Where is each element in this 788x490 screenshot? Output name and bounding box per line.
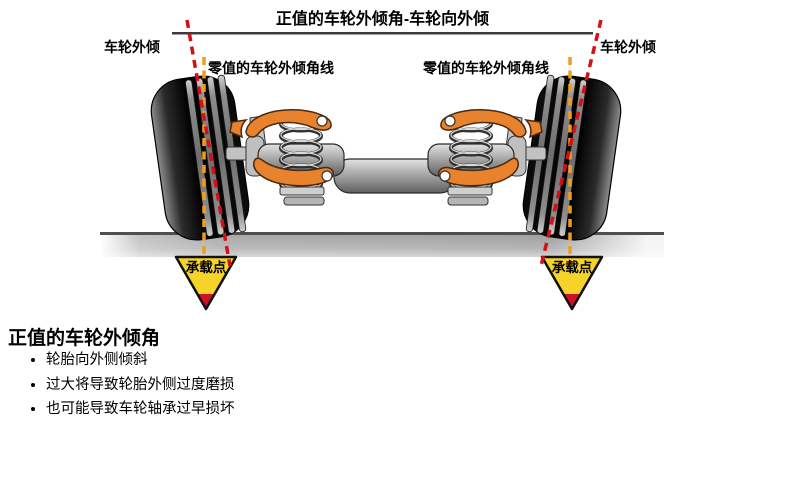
diagram-title: 正值的车轮外倾角-车轮向外倾 <box>275 11 490 28</box>
notes-heading: 正值的车轮外倾角 <box>8 328 161 349</box>
title-underline <box>172 32 593 35</box>
right-load-point-label: 承载点 <box>551 260 593 275</box>
right-camber-line <box>539 19 603 267</box>
left-load-point-marker <box>174 255 238 311</box>
suspension-camber-diagram <box>100 19 664 311</box>
arm-bolt <box>316 115 328 127</box>
left-suspension <box>225 109 345 206</box>
ground <box>100 232 664 257</box>
notes-list: 轮胎向外侧倾斜 过大将导致轮胎外侧过度磨损 也可能导致车轮轴承过早损坏 <box>28 351 235 425</box>
left-zero-line-label: 零值的车轮外倾角线 <box>208 60 334 76</box>
right-camber-label: 车轮外倾 <box>600 39 656 55</box>
left-camber-label: 车轮外倾 <box>104 39 160 55</box>
left-load-point-label: 承载点 <box>185 260 227 275</box>
note-item: 也可能导致车轮轴承过早损坏 <box>46 400 235 420</box>
left-camber-line <box>185 19 232 267</box>
right-load-point-marker <box>540 255 604 311</box>
note-item: 轮胎向外侧倾斜 <box>46 351 235 371</box>
lower-control-arm <box>253 157 334 187</box>
note-item: 过大将导致轮胎外侧过度磨损 <box>46 376 235 396</box>
upper-control-arm <box>229 109 332 139</box>
right-zero-line-label: 零值的车轮外倾角线 <box>423 60 549 76</box>
arm-bolt <box>321 170 333 182</box>
